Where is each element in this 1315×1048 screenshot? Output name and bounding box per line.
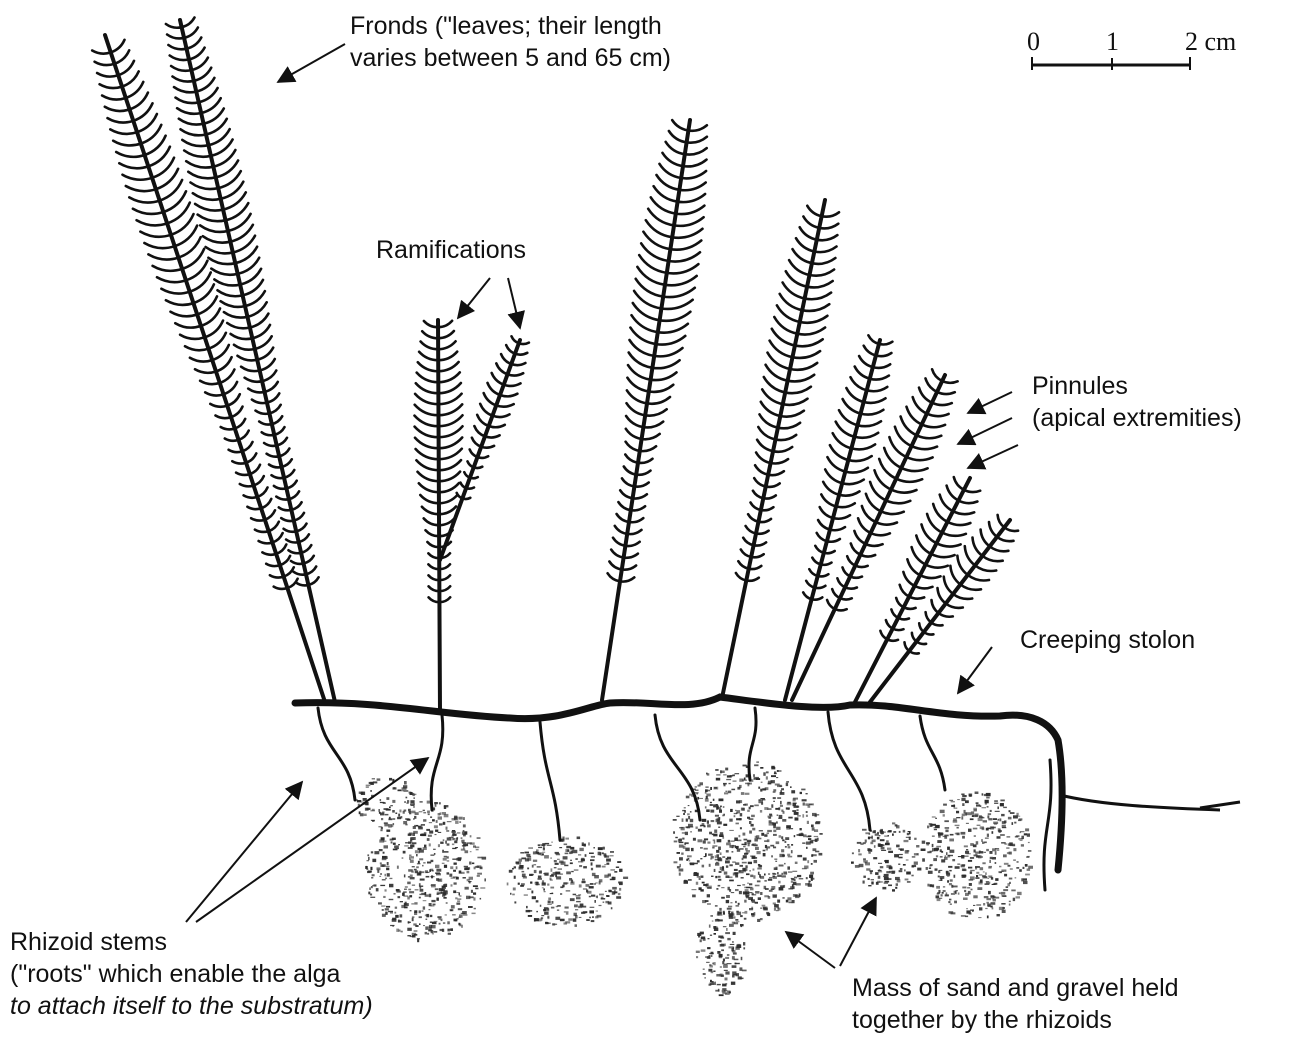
scale-bar: 0 1 2 cm [1027, 27, 1236, 70]
ramification-arrow-2 [508, 278, 520, 328]
frond-ramification [440, 336, 529, 560]
label-arrows [186, 44, 1018, 968]
fronds-arrow [278, 44, 345, 82]
rhizoid-stem [431, 715, 443, 810]
label-sand-mass: Mass of sand and gravel held together by… [852, 972, 1179, 1036]
rhizoid-stem [749, 708, 756, 780]
frond-4 [602, 120, 707, 700]
label-ramifications: Ramifications [376, 234, 526, 266]
stolon-tail [1060, 795, 1240, 810]
creeping-stolon [295, 697, 1062, 870]
scale-tick-2: 2 cm [1185, 27, 1236, 56]
rhizoid-stem [1044, 760, 1051, 890]
pinnule-arrow-1 [968, 392, 1012, 413]
pinnule-arrow-3 [968, 445, 1018, 468]
frond-5 [722, 200, 839, 698]
label-rhizoid-stems: Rhizoid stems ("roots" which enable the … [10, 926, 373, 1022]
sand-arrow-1 [786, 932, 835, 968]
rhizoid-arrow-1 [186, 782, 302, 922]
sand-mass [507, 837, 628, 927]
scale-tick-1: 1 [1106, 27, 1119, 56]
label-pinnules: Pinnules (apical extremities) [1032, 370, 1242, 434]
stolon-arrow [958, 647, 992, 693]
rhizoid-stem [920, 716, 945, 790]
fronds [92, 18, 1018, 713]
frond-8 [855, 477, 980, 702]
rhizoid-stem [655, 715, 700, 820]
pinnule-arrow-2 [958, 418, 1012, 444]
sand-mass [851, 822, 921, 891]
rhizoid-stem [828, 712, 870, 830]
sand-mass [365, 801, 486, 943]
label-creeping-stolon: Creeping stolon [1020, 624, 1195, 656]
scale-tick-0: 0 [1027, 27, 1040, 56]
rhizoid-stem [318, 708, 355, 800]
sand-mass [921, 792, 1033, 919]
label-fronds: Fronds ("leaves; their length varies bet… [350, 10, 671, 74]
rhizoid-stem [540, 722, 560, 840]
sand-mass [673, 761, 823, 922]
sand-arrow-2 [840, 898, 876, 966]
sand-mass [696, 908, 747, 996]
ramification-arrow-1 [458, 278, 490, 318]
